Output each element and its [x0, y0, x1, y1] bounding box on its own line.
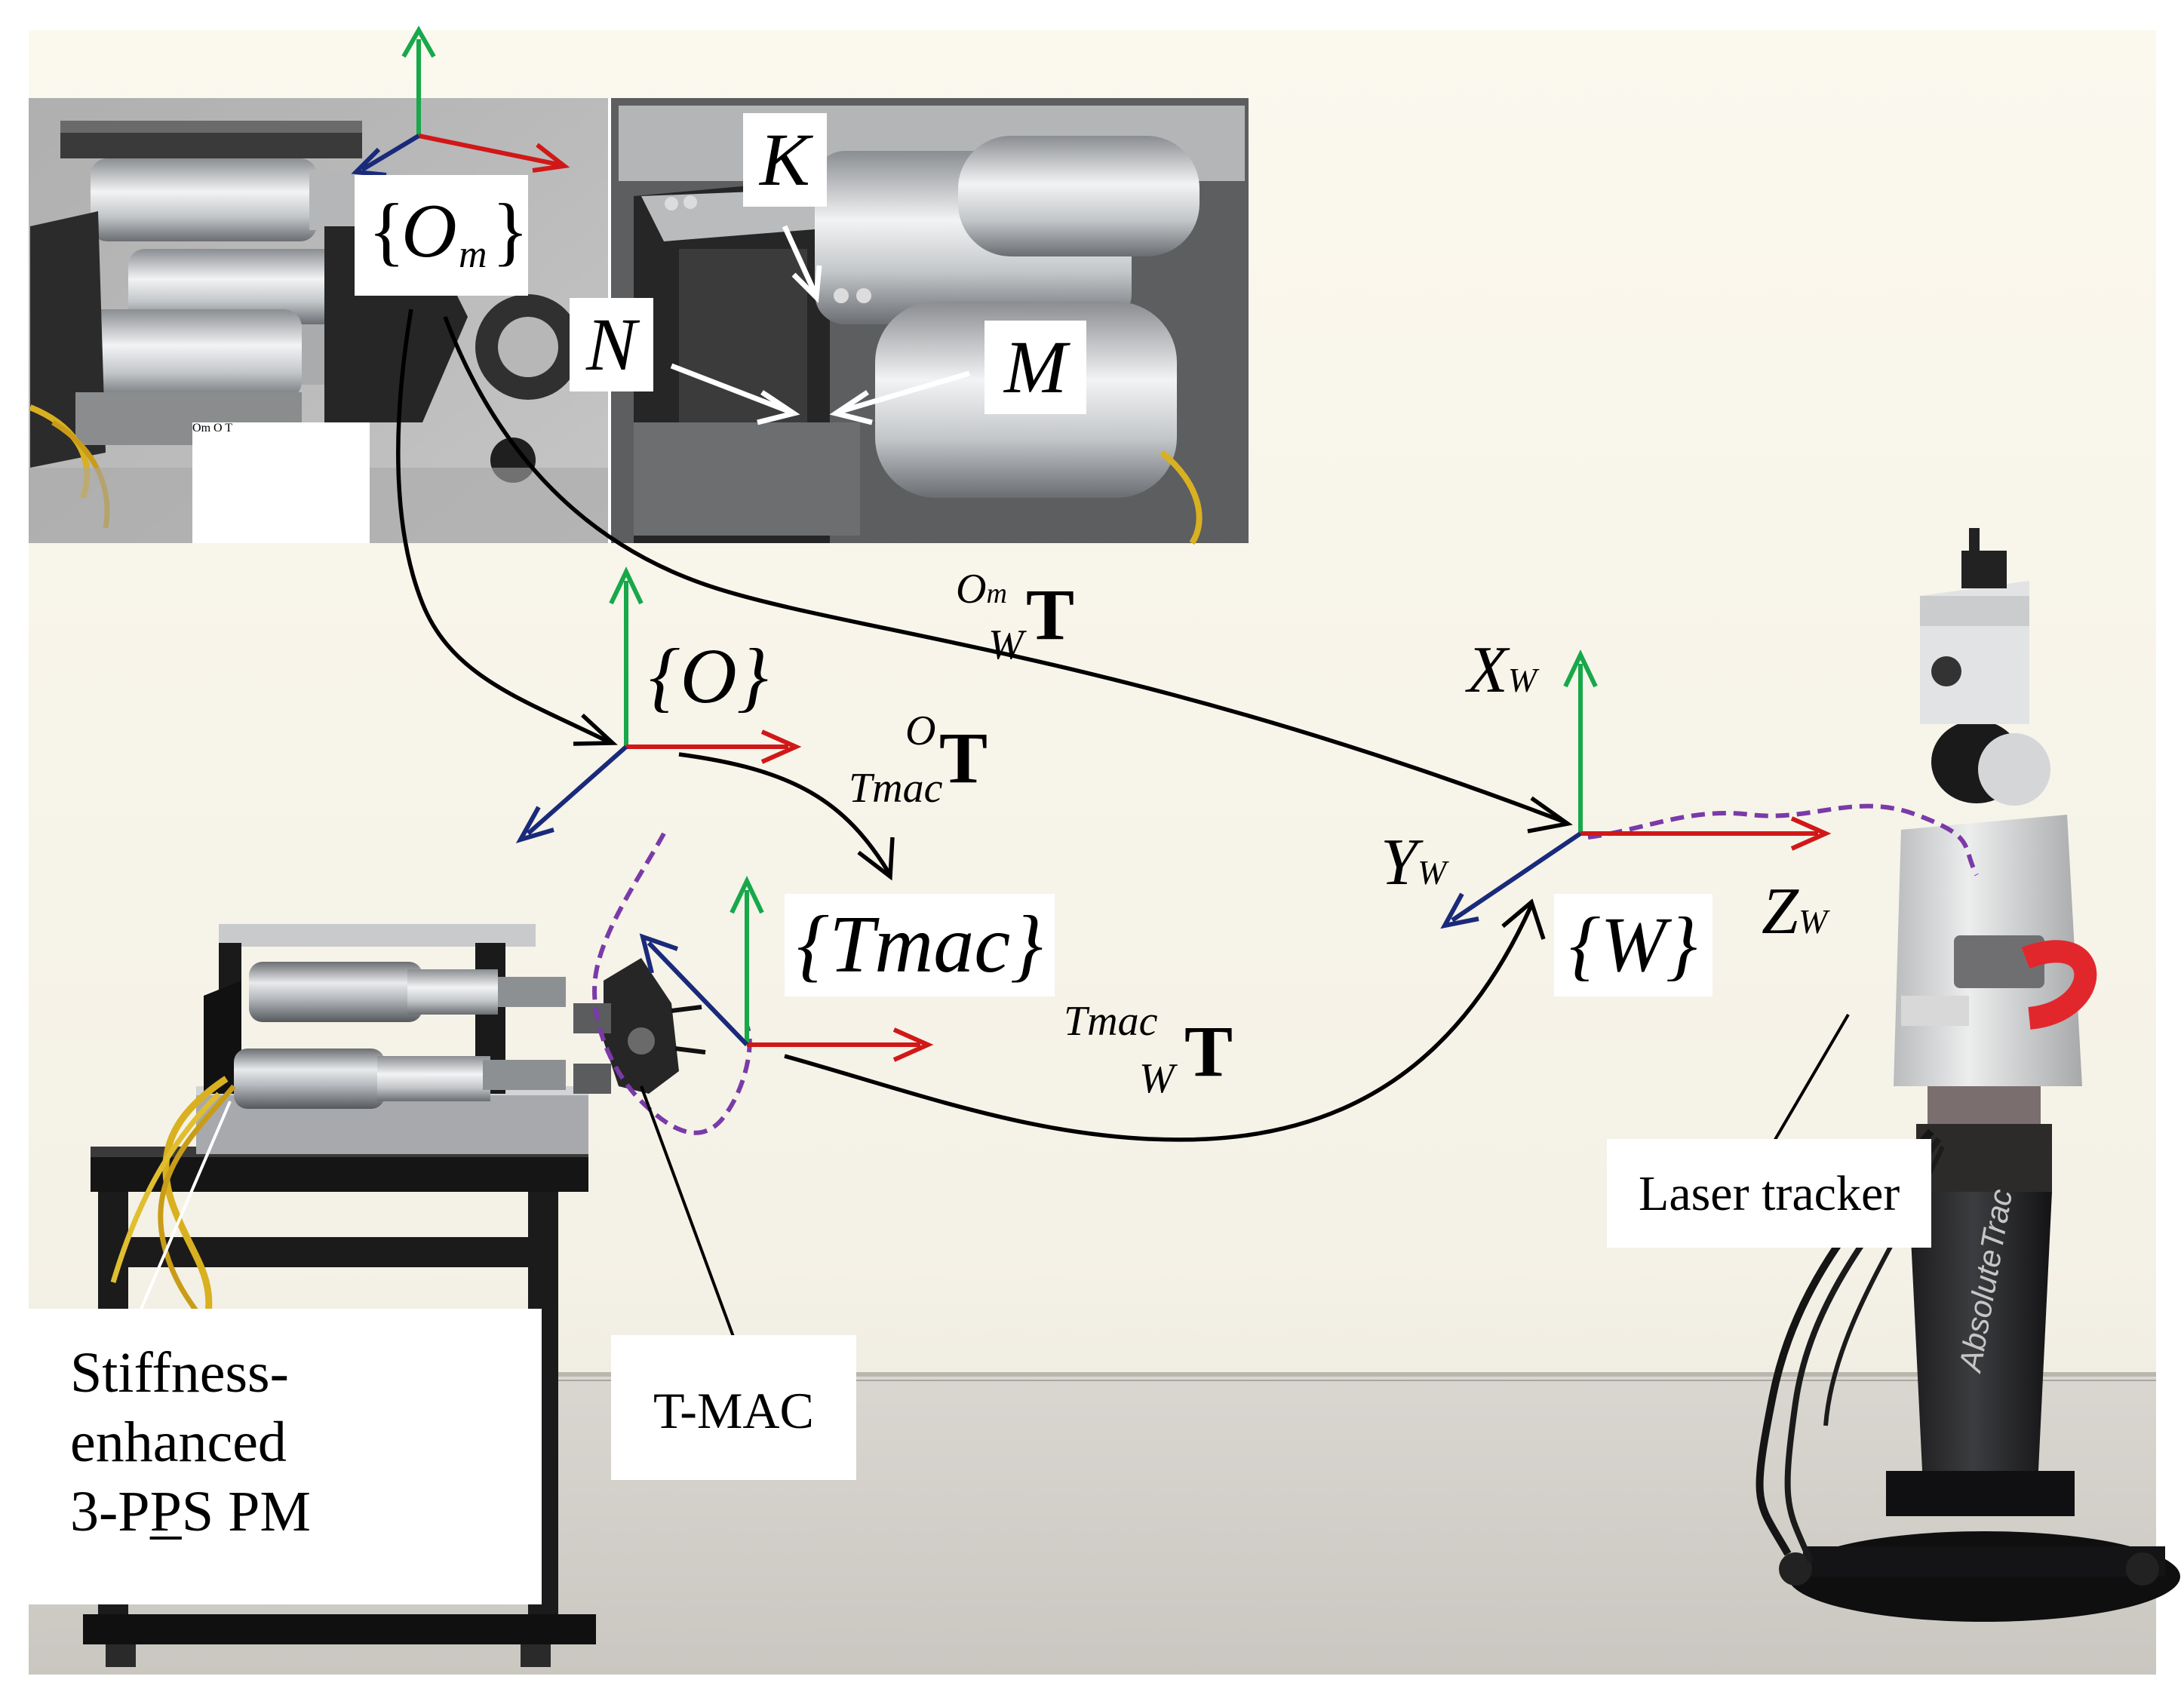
point-label-m: M	[984, 321, 1087, 414]
transform-om-o-sub: O	[213, 422, 223, 434]
point-label-n: N	[570, 298, 653, 391]
transform-om-w-sup-sub: m	[986, 578, 1007, 609]
transform-om-w-sup: Om	[956, 568, 1007, 610]
transform-om-o: Om O T	[192, 422, 370, 543]
transform-om-o-symbol: T	[225, 422, 233, 434]
axis-yw-sub: W	[1417, 853, 1447, 892]
axis-xw-letter: X	[1467, 634, 1508, 707]
inset-photo-right	[611, 98, 1249, 545]
axis-yw-letter: Y	[1381, 826, 1418, 899]
axis-zw-letter: Z	[1762, 875, 1798, 948]
frame-om-letter: O	[401, 189, 457, 274]
frame-om-subscript: m	[459, 233, 487, 276]
transform-o-tmac-symbol: T	[939, 717, 988, 798]
transform-tmac-w-sub: W	[1139, 1055, 1175, 1102]
transform-o-tmac: O Tmac T	[841, 705, 1015, 818]
axis-xw-sub: W	[1507, 661, 1537, 699]
axis-label-yw: YW	[1381, 830, 1446, 896]
frame-label-w: {W}	[1554, 894, 1712, 996]
callout-pm-line3-a: 3-P	[70, 1480, 150, 1543]
frame-label-o: {O}	[649, 633, 769, 720]
frame-om-axes	[351, 25, 570, 177]
callout-pm-line1: Stiffness-	[70, 1341, 289, 1405]
point-marker-arrows	[670, 225, 970, 425]
laser-tracker-photo: AbsoluteTrac	[1755, 528, 2180, 1622]
axis-label-zw: ZW	[1762, 879, 1827, 945]
callout-pm-line3-c: S PM	[181, 1480, 311, 1543]
frame-tmac-axes	[639, 876, 934, 1062]
frame-label-tmac: {Tmac}	[785, 894, 1055, 996]
callout-tmac: T-MAC	[611, 1335, 856, 1480]
point-label-k: K	[743, 113, 827, 207]
callout-pm-line2: enhanced	[70, 1411, 287, 1474]
transform-om-w: Om W T	[947, 562, 1098, 675]
frame-w-axes	[1440, 649, 1832, 929]
callout-pm-line3-b: P	[149, 1480, 182, 1543]
transform-o-tmac-sup: O	[905, 708, 936, 754]
transform-om-o-sup: Om	[192, 422, 210, 434]
axis-zw-sub: W	[1798, 902, 1828, 941]
transform-om-o-sup-letter: O	[192, 422, 201, 434]
frame-om-open-brace: {	[368, 189, 405, 274]
trajectory-dashed-left	[592, 832, 752, 1135]
transform-tmac-w: Tmac W T	[1056, 996, 1252, 1109]
transform-tmac-w-symbol: T	[1184, 1011, 1233, 1091]
transform-tmac-w-sup: Tmac	[1064, 998, 1158, 1045]
frame-label-om: { O m }	[355, 175, 529, 296]
frame-om-close-brace: }	[492, 189, 529, 274]
transform-om-w-symbol: T	[1026, 574, 1075, 655]
callout-pm-line3: 3-PPS PM	[70, 1478, 311, 1546]
axis-label-xw: XW	[1467, 637, 1537, 704]
transform-arrows	[396, 309, 1573, 1142]
transform-o-tmac-sub: Tmac	[849, 765, 943, 812]
frame-o-axes	[515, 566, 802, 843]
transform-om-w-sup-letter: O	[956, 566, 987, 613]
transform-om-w-sub: W	[988, 622, 1024, 668]
callout-laser-tracker: Laser tracker	[1607, 1139, 1932, 1248]
trajectory-dashed-right	[1587, 803, 1979, 877]
callout-parallel-mechanism: Stiffness- enhanced 3-PPS PM	[29, 1309, 542, 1604]
transform-om-o-sup-sub: m	[201, 422, 211, 434]
